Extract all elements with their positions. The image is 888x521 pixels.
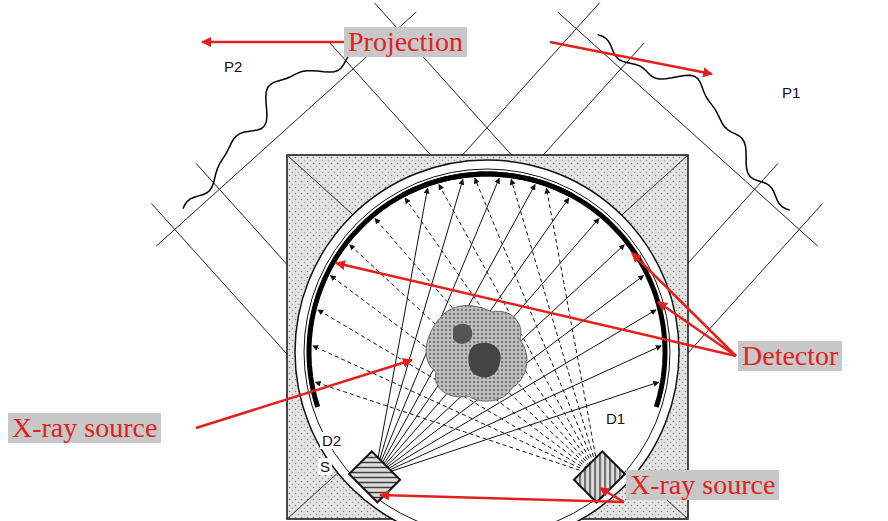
callout-label: X-ray source	[626, 470, 779, 500]
ray-line	[405, 198, 599, 476]
detector-arcs	[309, 174, 665, 407]
callout-arrow	[196, 360, 412, 428]
projection-name: P2	[222, 58, 244, 75]
gantry-bore	[295, 160, 679, 521]
ray-line	[350, 245, 600, 477]
callout-arrow	[632, 253, 736, 356]
ray-line	[375, 382, 659, 477]
callout-arrow	[380, 495, 624, 502]
ray-line	[375, 219, 599, 477]
ray-line	[375, 219, 599, 477]
ray-line	[375, 198, 569, 476]
callout-arrows	[196, 42, 736, 502]
ray-line	[375, 185, 535, 477]
callout-arrow	[550, 42, 712, 74]
callout-arrow	[336, 263, 736, 356]
frame-line	[679, 203, 823, 363]
callout-arrow	[202, 41, 344, 44]
source-name: S	[318, 458, 332, 475]
detector-name: D2	[320, 432, 343, 449]
dense-region	[468, 343, 500, 378]
x-ray-tube	[574, 451, 625, 502]
callout-label: Projection	[344, 27, 467, 57]
dense-region	[453, 324, 472, 344]
callout-label: Detector	[738, 341, 842, 371]
gantry-ring	[304, 169, 670, 521]
detector-arc	[403, 174, 665, 407]
frame-line	[456, 3, 600, 163]
callout-label: X-ray source	[8, 413, 161, 443]
ray-line	[331, 276, 600, 477]
tube-body	[574, 451, 625, 502]
detector-name: D1	[604, 410, 627, 427]
ray-line	[547, 188, 600, 476]
callout-arrow	[600, 488, 624, 502]
ray-line	[375, 188, 428, 476]
projection-name: P1	[780, 84, 802, 101]
callout-arrow	[658, 302, 736, 356]
ray-line	[375, 276, 644, 477]
detector-arc	[309, 174, 571, 407]
x-ray-sources	[349, 451, 625, 502]
patient-object	[426, 306, 527, 401]
frame-line	[151, 203, 295, 363]
